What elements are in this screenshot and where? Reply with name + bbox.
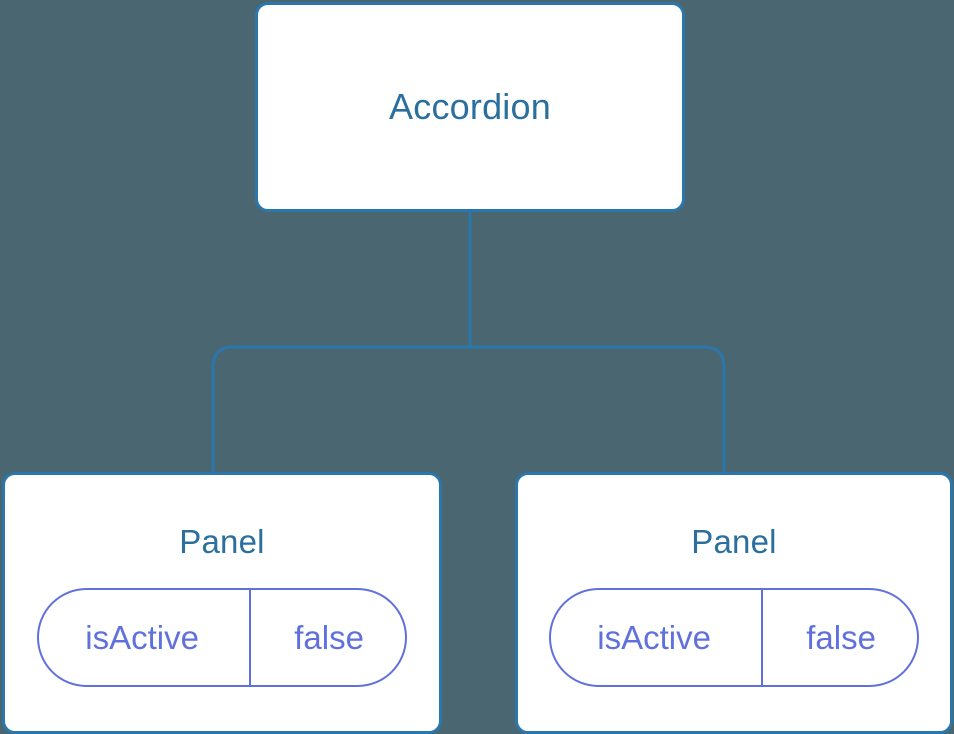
connector-branch-left — [211, 345, 470, 476]
node-title-accordion: Accordion — [389, 86, 551, 127]
prop-key-left: isActive — [39, 590, 252, 685]
prop-key-right: isActive — [551, 590, 764, 685]
node-panel-right[interactable]: Panel isActive false — [515, 472, 953, 734]
connector-branch-right — [470, 345, 726, 476]
node-panel-left[interactable]: Panel isActive false — [2, 472, 442, 734]
prop-pill-isactive-left[interactable]: isActive false — [37, 588, 407, 687]
prop-pill-isactive-right[interactable]: isActive false — [549, 588, 919, 687]
node-accordion[interactable]: Accordion — [255, 2, 685, 212]
prop-value-left: false — [294, 619, 364, 656]
node-title-panel-right: Panel — [691, 523, 777, 560]
prop-value-right: false — [806, 619, 876, 656]
node-title-panel-left: Panel — [179, 523, 265, 560]
